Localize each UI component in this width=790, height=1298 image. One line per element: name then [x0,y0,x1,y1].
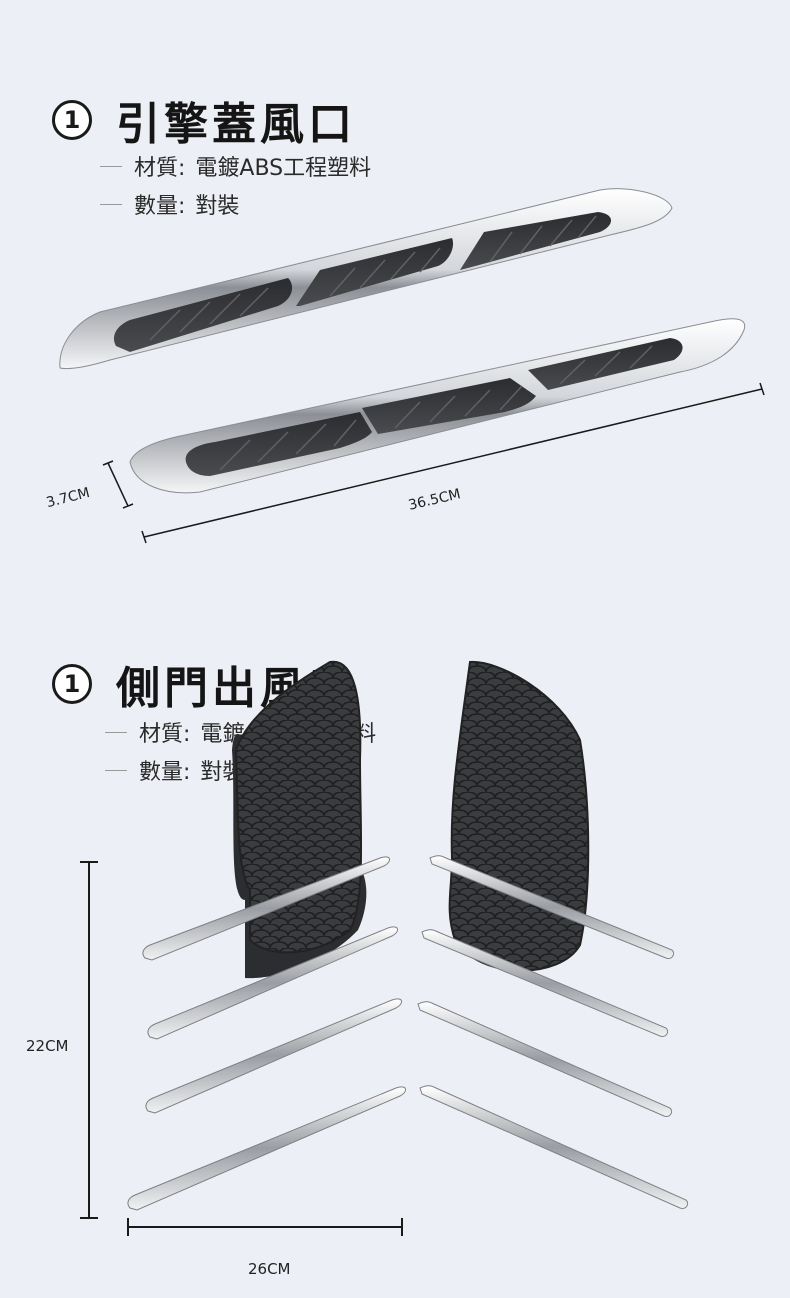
height-dimension-label: 22CM [26,1037,69,1055]
width-dimension-label: 26CM [248,1260,291,1278]
number-badge: 1 [52,100,92,140]
spec-label: 材質: [134,156,186,181]
spec-value: 電鍍ABS工程塑料 [195,156,372,181]
spec-label: 數量: [139,760,191,785]
spec-dash [100,203,122,205]
spec-label: 材質: [139,722,191,747]
side-vent-left [127,660,406,1211]
side-door-vent-section: 1 側門出風口 材質: 電鍍ABS工程塑料 數量: 對裝 [0,600,790,1298]
length-dimension-line [141,382,765,544]
hood-vent-title-row: 1 引擎蓋風口 [52,88,356,152]
hood-vent-product-image [59,188,765,544]
spec-material: 材質: 電鍍ABS工程塑料 [100,150,371,182]
hood-vent-section: 1 引擎蓋風口 材質: 電鍍ABS工程塑料 數量: 對裝 [0,0,790,600]
width-dimension-line [127,1218,403,1236]
spec-value: 對裝 [195,194,240,219]
number-badge: 1 [52,664,92,704]
spec-quantity: 數量: 對裝 [100,188,239,220]
height-dimension-line [102,460,134,509]
spec-dash [100,165,122,167]
side-door-vent-product-image [80,660,689,1236]
section-title: 引擎蓋風口 [116,99,356,150]
height-dimension-line [80,861,98,1219]
spec-label: 數量: [134,194,186,219]
spec-dash [105,769,127,771]
side-vent-right [417,660,689,1209]
hood-vent-upper [59,188,673,369]
hood-vent-lower [129,318,746,494]
spec-dash [105,731,127,733]
